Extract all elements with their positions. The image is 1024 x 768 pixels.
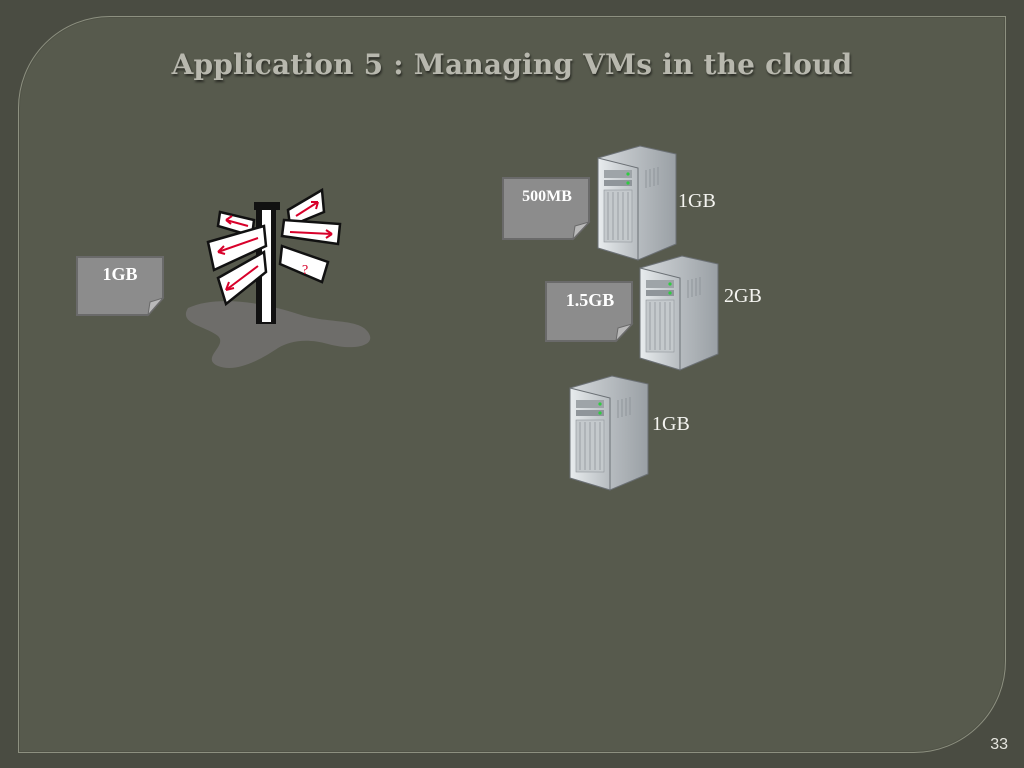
pending-vm-label: 1GB	[102, 264, 138, 284]
server-capacity-2: 2GB	[724, 285, 762, 307]
vm-card-icon	[545, 281, 634, 343]
page-number: 33	[990, 736, 1008, 753]
svg-text:?: ?	[302, 263, 308, 278]
vm-label-server-2: 1.5GB	[565, 290, 615, 310]
vm-card-icon	[502, 177, 591, 241]
slide-panel	[18, 16, 1006, 753]
signpost-icon: ?	[185, 187, 371, 369]
server-capacity-1: 1GB	[678, 190, 716, 212]
server-icon	[569, 375, 649, 491]
vm-card-icon	[76, 256, 165, 317]
server-capacity-3: 1GB	[652, 413, 690, 435]
vm-card-server-1: 500MB	[501, 176, 593, 242]
vm-card-server-2: 1.5GB	[544, 280, 636, 344]
pending-vm-card: 1GB	[74, 254, 166, 318]
server-icon	[639, 255, 719, 371]
vm-label-server-1: 500MB	[522, 188, 572, 205]
server-icon	[597, 145, 677, 261]
slide-title: Application 5 : Managing VMs in the clou…	[171, 48, 853, 81]
